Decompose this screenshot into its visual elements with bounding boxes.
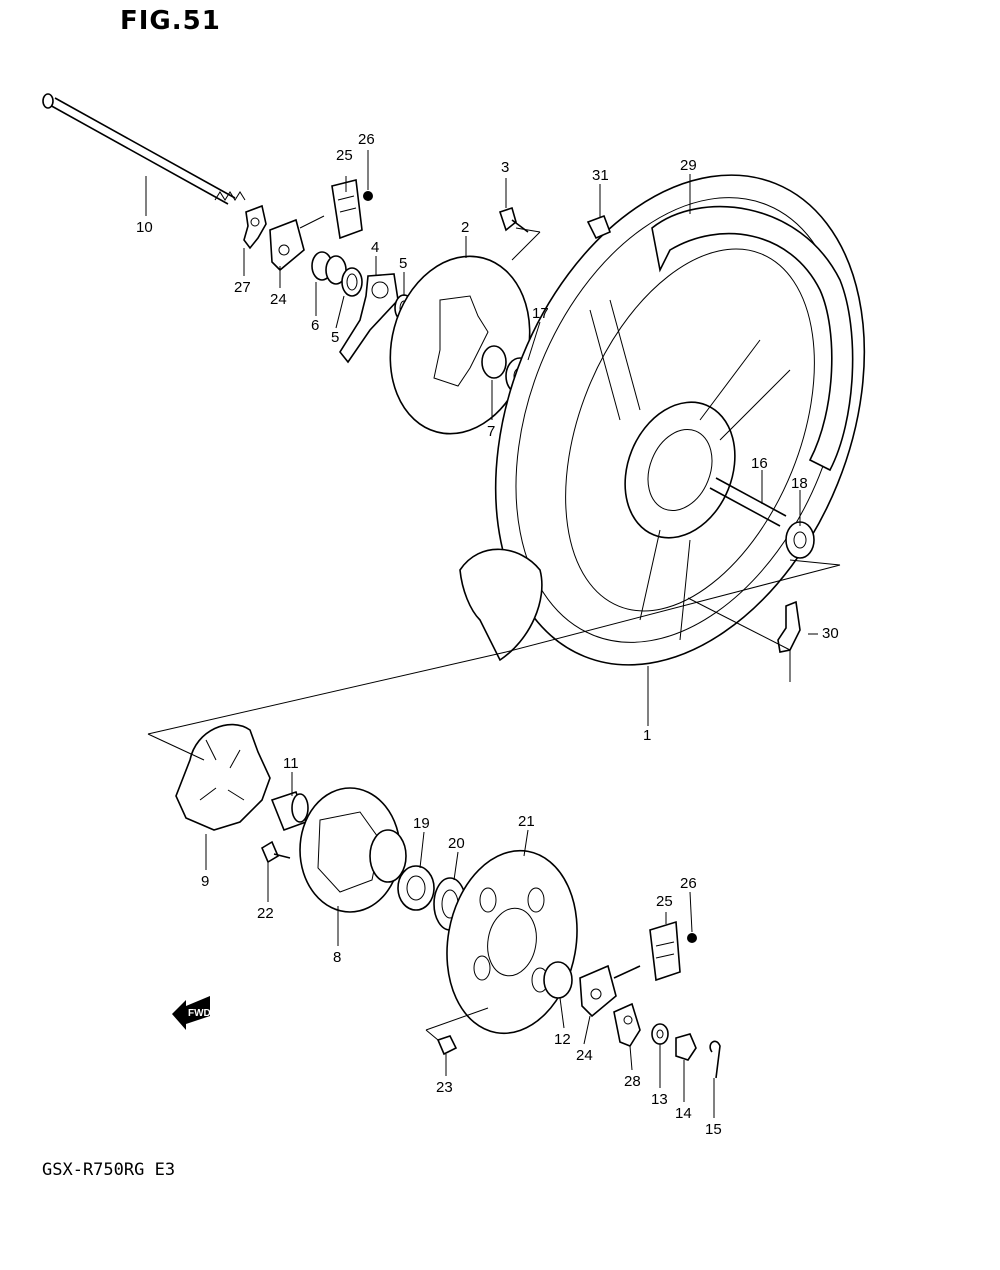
chain-guard-29 xyxy=(459,205,854,662)
washer-13 xyxy=(651,1023,669,1045)
bearing-19 xyxy=(397,865,435,911)
model-code: GSX-R750RG E3 xyxy=(42,1160,176,1180)
callout-5-left: 5 xyxy=(331,329,339,346)
callout-24-bottom: 24 xyxy=(576,1047,593,1064)
tire-valve-30 xyxy=(777,600,801,653)
cush-drive-damper-9 xyxy=(175,723,271,831)
callout-11: 11 xyxy=(283,755,299,772)
callout-10: 10 xyxy=(136,219,153,236)
callout-31: 31 xyxy=(592,167,609,184)
callout-27: 27 xyxy=(234,279,251,296)
callout-26-bottom: 26 xyxy=(680,875,697,892)
callout-labels: 10 27 24 6 5 25 26 4 5 2 3 31 29 17 7 16… xyxy=(136,131,839,1138)
cotter-pin-15 xyxy=(709,1040,721,1079)
callout-4: 4 xyxy=(371,239,379,256)
callout-6: 6 xyxy=(311,317,319,334)
callout-20: 20 xyxy=(448,835,465,852)
callout-2: 2 xyxy=(461,219,469,236)
callout-24-top: 24 xyxy=(270,291,287,308)
callout-13: 13 xyxy=(651,1091,668,1108)
callout-30: 30 xyxy=(822,625,839,642)
spacer-11 xyxy=(270,790,309,832)
chain-adjuster-plate-27 xyxy=(243,204,267,250)
callout-7: 7 xyxy=(487,423,495,440)
callout-25-bottom: 25 xyxy=(656,893,673,910)
leader-lines xyxy=(145,150,841,1118)
rear-axle xyxy=(42,93,246,205)
washer-5-left xyxy=(341,267,363,297)
callout-26-top: 26 xyxy=(358,131,375,148)
callout-15: 15 xyxy=(705,1121,722,1138)
adjuster-block-25-bottom xyxy=(649,920,697,982)
adjuster-plate-28 xyxy=(613,1002,641,1047)
callout-16: 16 xyxy=(751,455,768,472)
spacer-12 xyxy=(543,961,573,999)
bolt-22 xyxy=(260,840,291,864)
callout-21: 21 xyxy=(518,813,535,830)
callout-17: 17 xyxy=(532,305,549,322)
callout-22: 22 xyxy=(257,905,274,922)
spacer-6 xyxy=(311,251,347,285)
callout-14: 14 xyxy=(675,1105,692,1122)
clip-31 xyxy=(586,214,612,240)
callout-3: 3 xyxy=(501,159,509,176)
fwd-badge-text: FWD xyxy=(188,1008,211,1019)
caliper-bracket-4 xyxy=(339,273,399,364)
fwd-arrow-icon: FWD xyxy=(172,996,211,1030)
rear-wheel-1 xyxy=(494,174,866,666)
callout-25-top: 25 xyxy=(336,147,353,164)
callout-12: 12 xyxy=(554,1031,571,1048)
axle-nut-14 xyxy=(675,1033,697,1061)
callout-19: 19 xyxy=(413,815,430,832)
disc-bolt-3 xyxy=(498,206,529,233)
rear-sprocket-21 xyxy=(446,849,578,1035)
sprocket-nut-23 xyxy=(436,1035,458,1056)
callout-18: 18 xyxy=(791,475,808,492)
callout-9: 9 xyxy=(201,873,209,890)
callout-28: 28 xyxy=(624,1073,641,1090)
sprocket-drum-8 xyxy=(299,787,407,913)
adjuster-bolt-block-25-top xyxy=(331,179,373,240)
callout-23: 23 xyxy=(436,1079,453,1096)
callout-8: 8 xyxy=(333,949,341,966)
callout-5-right: 5 xyxy=(399,255,407,272)
callout-29: 29 xyxy=(680,157,697,174)
chain-adjuster-24-bottom xyxy=(579,964,641,1018)
chain-adjuster-24-top xyxy=(269,215,325,272)
callout-1: 1 xyxy=(643,727,651,744)
figure-title: FIG.51 xyxy=(120,6,221,36)
